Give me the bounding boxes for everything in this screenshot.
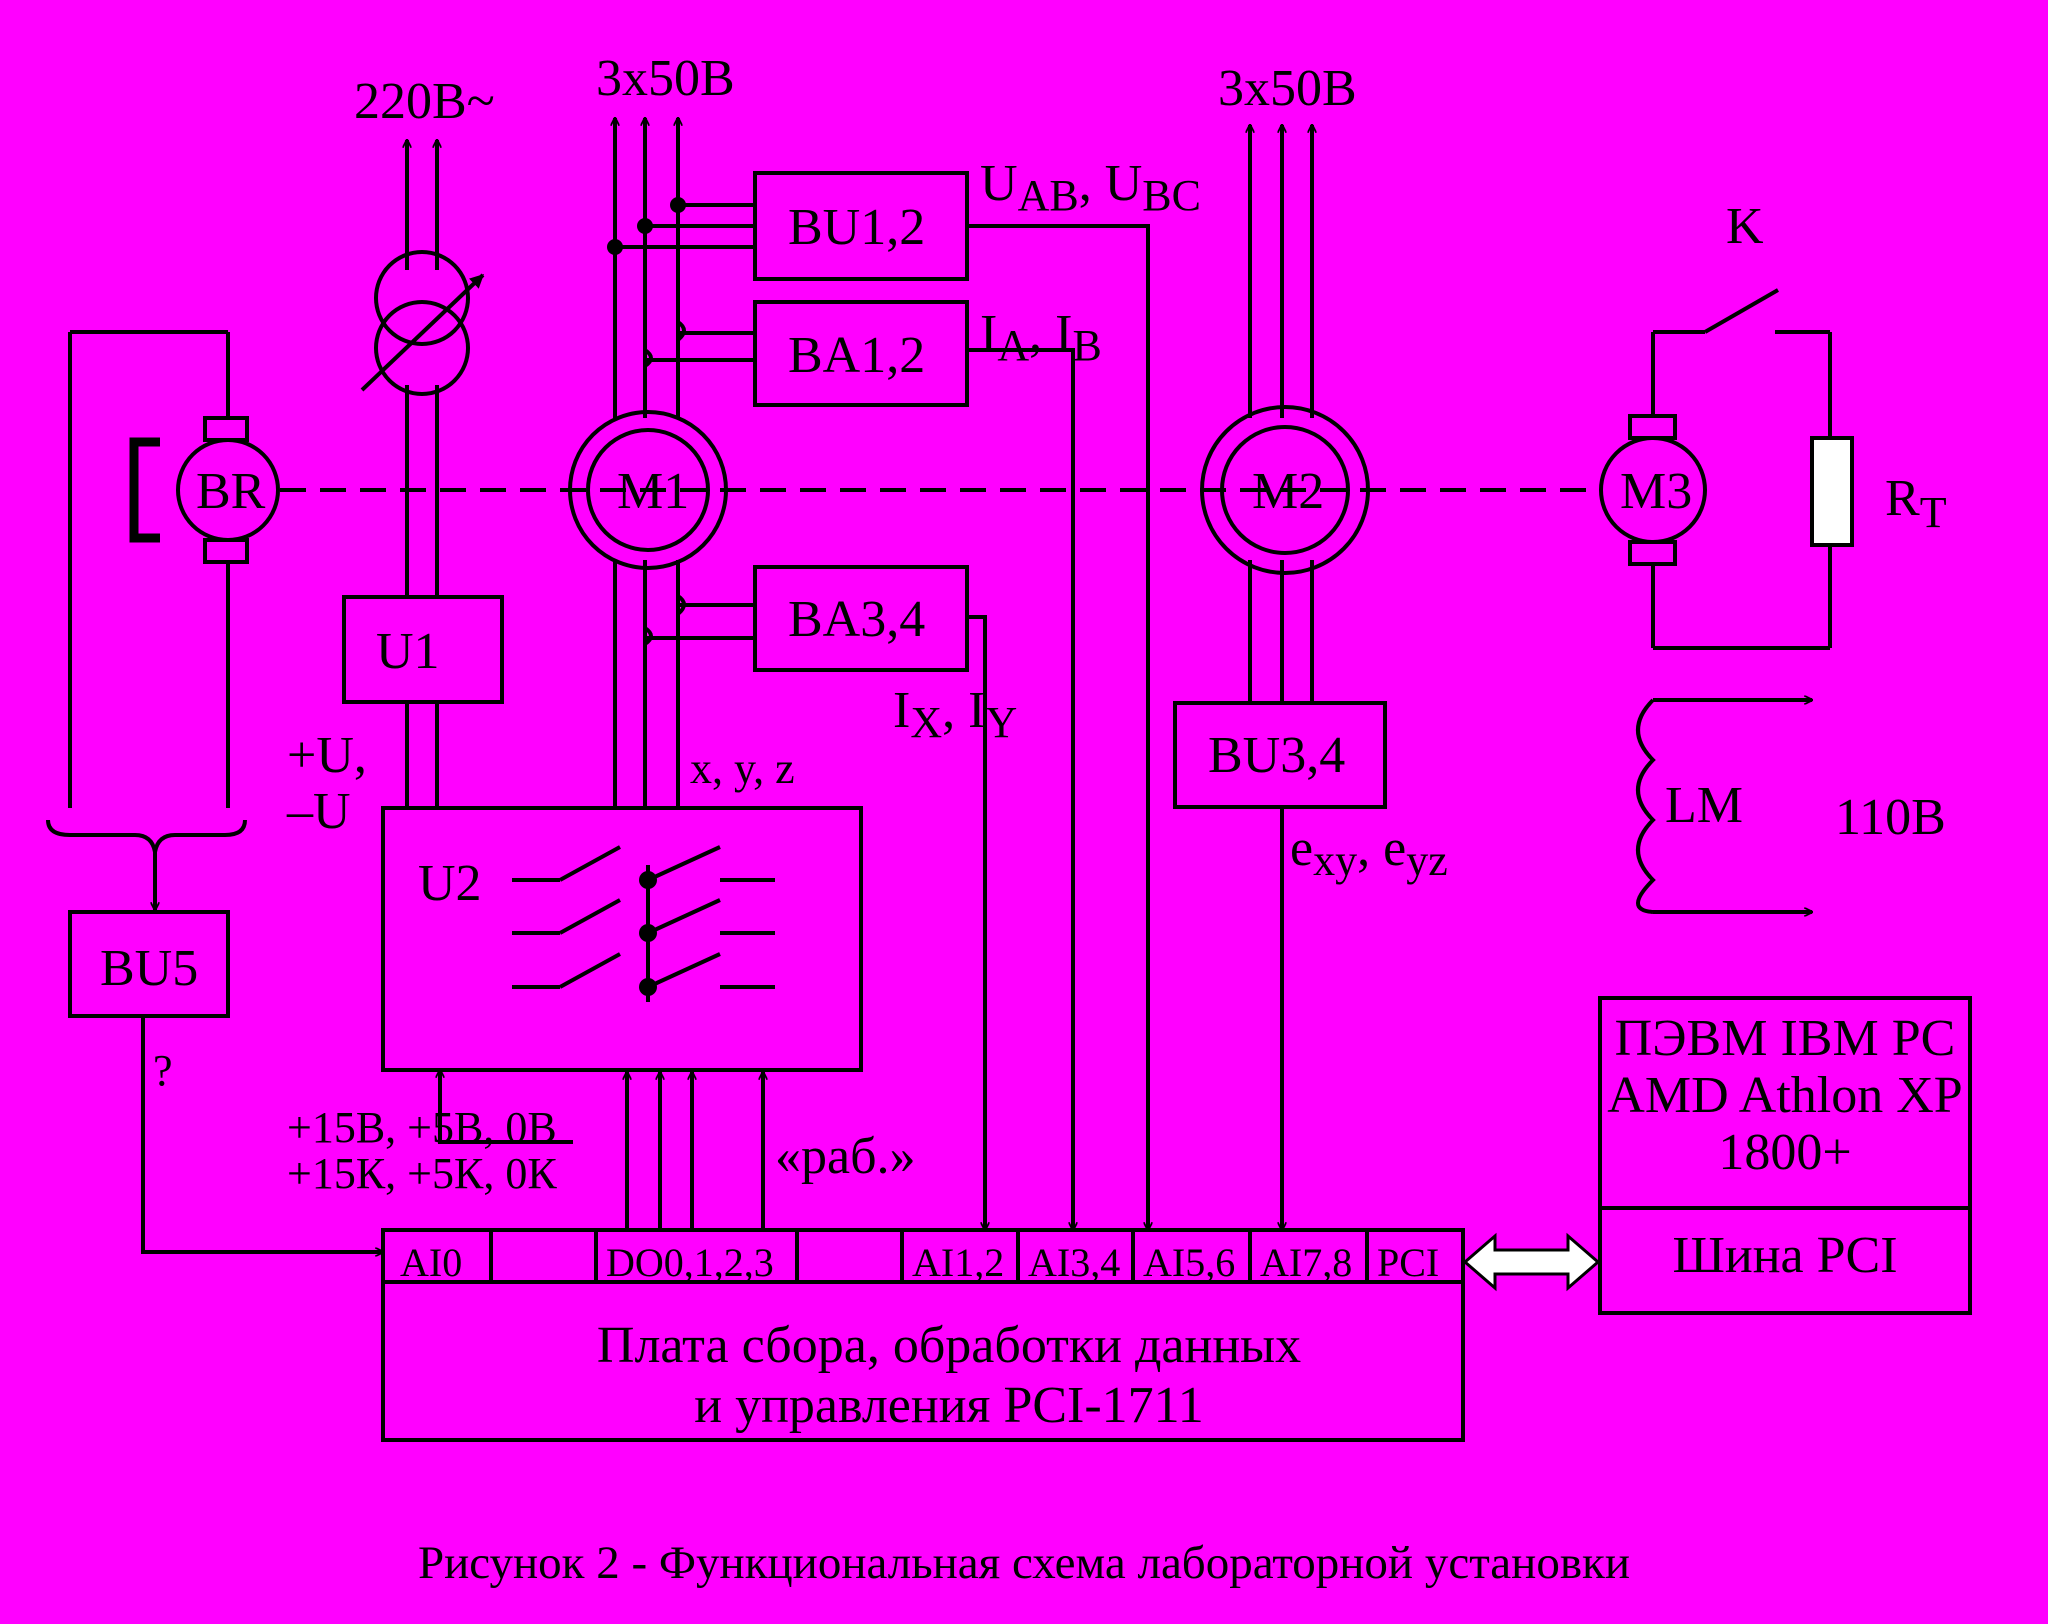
- port-do0123: DO0,1,2,3: [606, 1240, 774, 1285]
- br-tachogenerator: [46, 330, 280, 910]
- regulated-transformer: [360, 250, 485, 396]
- u1-label: U1: [376, 623, 440, 680]
- m1-phase-lines: [615, 118, 678, 808]
- lm-label: LM: [1665, 777, 1743, 834]
- br-coupling-bracket: [129, 437, 160, 543]
- bu5-output-label: ?: [153, 1046, 173, 1095]
- bu5-block: [68, 910, 230, 1018]
- m2-phase-lines: [1250, 125, 1312, 703]
- bu5-label: BU5: [100, 940, 198, 997]
- m3-load-generator: [1599, 288, 1832, 650]
- bu12-taps: [615, 203, 755, 249]
- pci-bus-label: Шина PCI: [1672, 1227, 1897, 1284]
- ac-supply-lines: [407, 140, 437, 808]
- u2-control-arrows: [440, 1070, 763, 1230]
- u2-switches: [512, 845, 775, 1002]
- pci-bus-arrow: [1462, 1232, 1601, 1292]
- exy-eyz-label: exy, eyz: [1290, 820, 1448, 885]
- uab-ubc-label: UAB, UBC: [980, 155, 1201, 220]
- work-signal-label: «раб.»: [775, 1128, 916, 1185]
- port-ai78: AI7,8: [1260, 1240, 1352, 1285]
- lm-voltage-label: 110В: [1835, 789, 1946, 846]
- lm-field-winding: [1636, 700, 1812, 912]
- figure-caption: Рисунок 2 - Функциональная схема лаборат…: [418, 1537, 1630, 1589]
- u1-output-label: +U,–U: [286, 727, 367, 840]
- port-ai0: AI0: [400, 1240, 462, 1285]
- u2-label: U2: [418, 855, 482, 912]
- bu5-to-ai0-wire: [141, 1016, 383, 1252]
- port-ai34: AI3,4: [1028, 1240, 1120, 1285]
- m1-label: M1: [617, 463, 689, 520]
- ba34-label: BA3,4: [788, 591, 925, 648]
- m2-motor: [1200, 405, 1370, 575]
- pci1711-board: [381, 1228, 1465, 1442]
- ba12-label: BA1,2: [788, 327, 925, 384]
- rt-label: RT: [1885, 470, 1947, 537]
- bu12-to-ai56-wire: [967, 224, 1148, 1230]
- u2-block: [381, 806, 863, 1072]
- power-supply-label: +15В, +5В, 0В+15К, +5К, 0К: [287, 1103, 557, 1198]
- pc-block: [1598, 996, 1972, 1315]
- ia-ib-label: IA, IB: [980, 305, 1102, 370]
- rt-resistor: [1810, 436, 1854, 547]
- ba12-taps: [643, 320, 755, 368]
- m2-supply-label: 3x50В: [1218, 60, 1357, 117]
- u1-block: [342, 595, 504, 704]
- bu34-label: BU3,4: [1208, 727, 1345, 784]
- m1-supply-label: 3x50В: [596, 50, 735, 107]
- junction-dots: [607, 197, 686, 996]
- ba34-taps: [643, 594, 755, 646]
- port-ai12: AI1,2: [912, 1240, 1004, 1285]
- switch-k-label: K: [1726, 198, 1764, 255]
- bu12-label: BU1,2: [788, 199, 925, 256]
- ba12-block: [753, 300, 969, 407]
- port-pci: PCI: [1377, 1240, 1439, 1285]
- m2-label: M2: [1252, 463, 1324, 520]
- port-ai56: AI5,6: [1143, 1240, 1235, 1285]
- ba34-to-ai12-wire: [967, 615, 985, 1230]
- ix-iy-label: IX, IY: [893, 682, 1017, 747]
- xyz-label: x, y, z: [690, 744, 795, 793]
- ba12-to-ai34-wire: [967, 348, 1073, 1230]
- m3-label: M3: [1620, 463, 1692, 520]
- board-port-dividers: [383, 1230, 1463, 1284]
- ac-supply-label: 220В~: [354, 73, 495, 130]
- br-label: BR: [196, 463, 266, 520]
